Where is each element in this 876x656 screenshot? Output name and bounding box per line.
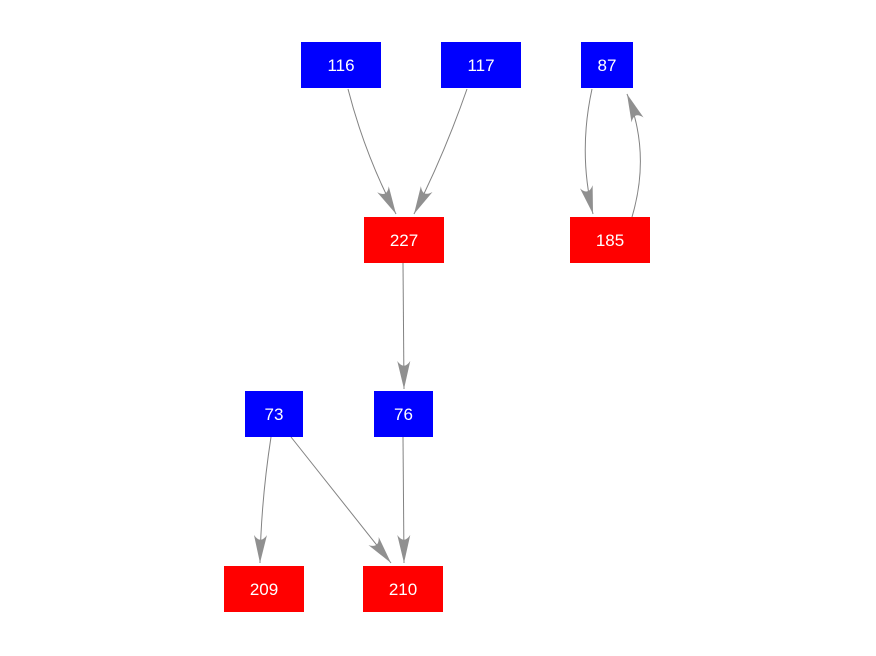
edge-227-76 bbox=[397, 262, 411, 390]
node-73-label: 73 bbox=[265, 405, 284, 424]
node-76: 76 bbox=[374, 391, 433, 437]
nodes-layer: 116 117 87 227 185 73 76 209 210 bbox=[224, 42, 650, 612]
node-210-label: 210 bbox=[389, 580, 417, 599]
node-117-label: 117 bbox=[467, 56, 494, 75]
node-227: 227 bbox=[364, 217, 444, 263]
node-209: 209 bbox=[224, 566, 304, 612]
edge-73-210 bbox=[290, 436, 392, 564]
node-116: 116 bbox=[301, 42, 381, 88]
node-209-label: 209 bbox=[250, 580, 278, 599]
node-116-box bbox=[301, 42, 381, 88]
node-209-box bbox=[224, 566, 304, 612]
node-73-box bbox=[245, 391, 303, 437]
edge-185-87 bbox=[626, 93, 644, 218]
edge-76-210 bbox=[397, 436, 411, 564]
edge-116-227 bbox=[347, 88, 397, 215]
node-87-box bbox=[581, 42, 633, 88]
node-210-box bbox=[363, 566, 443, 612]
node-87: 87 bbox=[581, 42, 633, 88]
edge-73-209 bbox=[253, 436, 272, 564]
node-116-label: 116 bbox=[327, 56, 354, 75]
node-185-label: 185 bbox=[596, 231, 624, 250]
edges-layer bbox=[253, 88, 644, 564]
edge-87-185 bbox=[580, 88, 594, 215]
node-87-label: 87 bbox=[598, 56, 617, 75]
node-185: 185 bbox=[570, 217, 650, 263]
node-227-box bbox=[364, 217, 444, 263]
node-117-box bbox=[441, 42, 521, 88]
edge-117-227 bbox=[413, 88, 468, 215]
node-76-label: 76 bbox=[394, 405, 413, 424]
node-210: 210 bbox=[363, 566, 443, 612]
node-117: 117 bbox=[441, 42, 521, 88]
node-76-box bbox=[374, 391, 433, 437]
node-227-label: 227 bbox=[390, 231, 418, 250]
node-185-box bbox=[570, 217, 650, 263]
node-73: 73 bbox=[245, 391, 303, 437]
